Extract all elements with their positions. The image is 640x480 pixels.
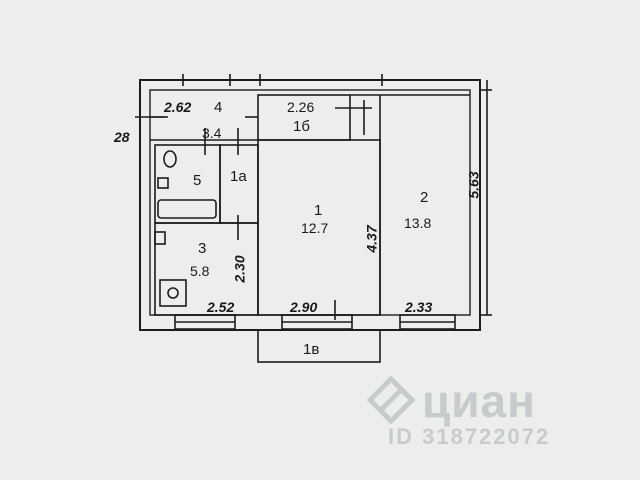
dim-2-52: 2.52 bbox=[207, 299, 235, 315]
room-4-area: 3.4 bbox=[202, 125, 222, 141]
dim-28: 28 bbox=[114, 129, 130, 145]
dim-2-30: 2.30 bbox=[231, 255, 248, 283]
room-2-area: 13.8 bbox=[404, 215, 432, 231]
kitchen-sink bbox=[154, 231, 166, 245]
dim-4-37: 4.37 bbox=[363, 225, 380, 253]
dim-2-26: 2.26 bbox=[287, 99, 315, 115]
room-1v-number: 1в bbox=[303, 341, 320, 358]
stove bbox=[159, 279, 187, 307]
sink bbox=[157, 177, 169, 189]
room-2-number: 2 bbox=[420, 189, 429, 206]
room-4-number: 4 bbox=[214, 99, 223, 116]
room-1-number: 1 bbox=[314, 202, 323, 219]
room-3-area: 5.8 bbox=[190, 263, 210, 279]
watermark-brand: циан bbox=[422, 375, 536, 427]
balcony-1v bbox=[257, 329, 381, 363]
outer-wall bbox=[139, 79, 481, 331]
toilet bbox=[163, 150, 177, 168]
room-5-number: 5 bbox=[193, 172, 202, 189]
room-1a-number: 1а bbox=[230, 168, 247, 185]
watermark-id: ID 318722072 bbox=[388, 424, 551, 449]
room-1b-number: 1б bbox=[293, 118, 310, 135]
dim-5-63: 5.63 bbox=[465, 171, 482, 199]
room-1-area: 12.7 bbox=[301, 220, 329, 236]
dim-2-90: 2.90 bbox=[290, 299, 318, 315]
room-3-number: 3 bbox=[198, 240, 207, 257]
bathtub bbox=[157, 199, 217, 219]
cian-logo-icon bbox=[366, 375, 416, 425]
dim-2-62: 2.62 bbox=[164, 99, 192, 115]
dim-2-33: 2.33 bbox=[405, 299, 433, 315]
